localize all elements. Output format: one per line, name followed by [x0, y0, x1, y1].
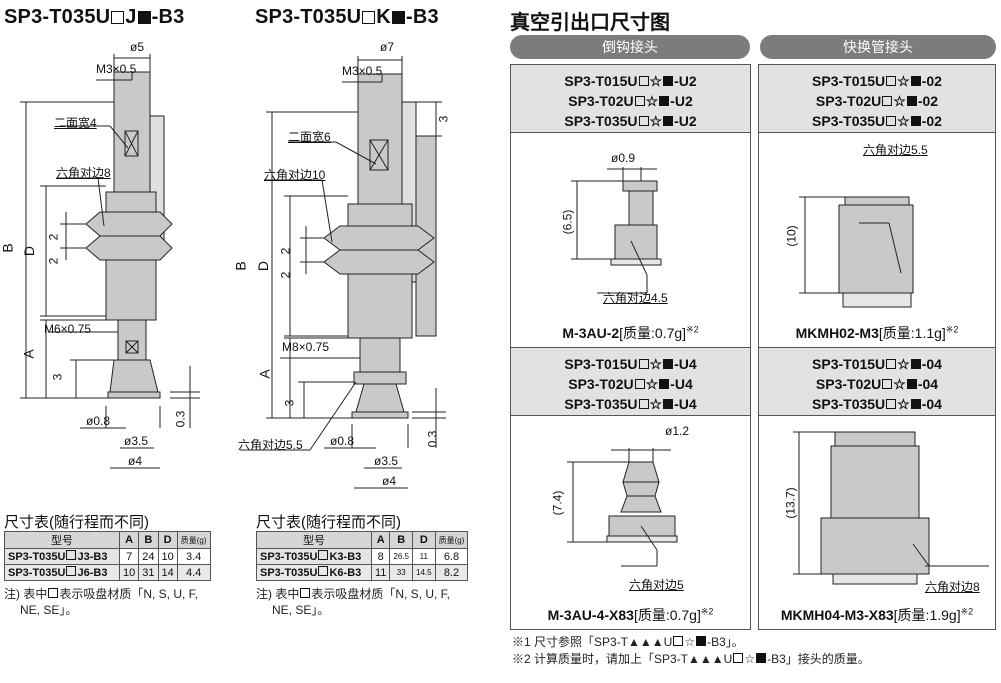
right-title: 真空引出口尺寸图: [510, 12, 670, 34]
panel-part: MKMH02-M3[质量:1.1g]※2: [795, 324, 959, 341]
dim-03: 0.3: [173, 410, 188, 428]
panel-m3au2: SP3-T015U☆-U2 SP3-T02U☆-U2 SP3-T035U☆-U2…: [510, 64, 751, 348]
left-drawing: [20, 54, 200, 469]
thread-lower: [105, 259, 157, 321]
dim-m6: M6×0.75: [44, 322, 92, 336]
dim-hex: 六角对边8: [56, 166, 111, 180]
pad: [109, 359, 159, 393]
dim-a: A: [20, 349, 37, 359]
fitting-drawing: [793, 431, 989, 585]
blank-box-icon: [362, 11, 376, 24]
dim-m3: M3×0.5: [96, 62, 137, 76]
middle-table-title: 尺寸表(随行程而不同): [256, 514, 401, 531]
panel-models: SP3-T015U☆-04 SP3-T02U☆-04 SP3-T035U☆-04: [759, 348, 995, 416]
left-note: 注) 表中表示吸盘材质「N, S, U, F, NE, SE」。: [4, 587, 199, 617]
dim-m8: M8×0.75: [282, 340, 330, 354]
dim-3-top: 3: [436, 115, 451, 123]
dim-two-flat: 二面宽6: [288, 130, 331, 144]
pad: [355, 383, 405, 413]
hex-small: [353, 371, 407, 385]
thread-lower: [347, 273, 413, 339]
dim-hex55: 六角对边5.5: [238, 438, 303, 452]
fitting-drawing: [571, 167, 662, 294]
tab-barb-fitting: 倒钩接头: [510, 35, 750, 59]
panel-part: M-3AU-4-X83[质量:0.7g]※2: [547, 606, 714, 623]
dim-2b: 2: [46, 257, 61, 265]
panel-m3au4: SP3-T015U☆-U4 SP3-T02U☆-U4 SP3-T035U☆-U4…: [510, 347, 751, 630]
tab-quick-fitting: 快换管接头: [760, 35, 996, 59]
dim-phi35: ø3.5: [124, 434, 149, 448]
left-table-title: 尺寸表(随行程而不同): [4, 514, 149, 531]
middle-note: 注) 表中表示吸盘材质「N, S, U, F, NE, SE」。: [256, 587, 451, 617]
hex-nut-1: [85, 211, 173, 237]
fitting-drawing: [567, 448, 678, 567]
dim-m3: M3×0.5: [342, 64, 383, 78]
dim-03: 0.3: [425, 430, 440, 448]
pad-lip: [351, 411, 409, 419]
dim-3: 3: [50, 373, 65, 381]
body-top: [113, 71, 151, 193]
dim-phi4: ø4: [382, 474, 397, 488]
panel-mkmh04: SP3-T015U☆-04 SP3-T02U☆-04 SP3-T035U☆-04…: [758, 347, 996, 630]
filled-square-icon: [391, 11, 405, 24]
pad-lip: [107, 391, 161, 399]
dim-d: D: [255, 260, 272, 272]
middle-drawing: [240, 56, 446, 489]
footnote-2: ※2 计算质量时，请加上「SP3-T▲▲▲U☆-B3」接头的质量。: [512, 652, 870, 666]
dim-hex: 六角对边10: [264, 168, 326, 182]
dim-3: 3: [282, 399, 297, 407]
dim-phi4: ø4: [128, 454, 143, 468]
dim-phi7: ø7: [380, 40, 395, 54]
dim-a: A: [256, 369, 273, 379]
body-top: [357, 73, 403, 205]
shaft: [117, 319, 147, 361]
dim-phi08: ø0.8: [86, 414, 111, 428]
hex-nut-1: [323, 225, 435, 251]
filled-square-icon: [137, 11, 151, 24]
panel-part: M-3AU-2[质量:0.7g]※2: [562, 324, 699, 341]
dim-b: B: [0, 243, 16, 253]
dim-2a: 2: [46, 233, 61, 241]
dim-d: D: [21, 245, 38, 257]
shaft: [359, 337, 401, 375]
panel-models: SP3-T015U☆-02 SP3-T02U☆-02 SP3-T035U☆-02: [759, 65, 995, 133]
dim-b: B: [232, 261, 249, 271]
dim-two-flat: 二面宽4: [54, 116, 97, 130]
hex-nut-2: [85, 235, 173, 261]
hex-nut-2: [323, 249, 435, 275]
panel-mkmh02: SP3-T015U☆-02 SP3-T02U☆-02 SP3-T035U☆-02…: [758, 64, 996, 348]
fitting-drawing: [799, 196, 914, 308]
dim-phi5: ø5: [130, 40, 145, 54]
blank-box-icon: [111, 11, 125, 24]
dim-2a: 2: [278, 247, 293, 255]
footnote-1: ※1 尺寸参照「SP3-T▲▲▲U☆-B3」。: [512, 635, 744, 649]
dim-2b: 2: [278, 271, 293, 279]
dim-phi08: ø0.8: [330, 434, 355, 448]
dim-phi35: ø3.5: [374, 454, 399, 468]
panel-part: MKMH04-M3-X83[质量:1.9g]※2: [780, 606, 974, 623]
panel-models: SP3-T015U☆-U4 SP3-T02U☆-U4 SP3-T035U☆-U4: [511, 348, 750, 416]
panel-models: SP3-T015U☆-U2 SP3-T02U☆-U2 SP3-T035U☆-U2: [511, 65, 750, 133]
